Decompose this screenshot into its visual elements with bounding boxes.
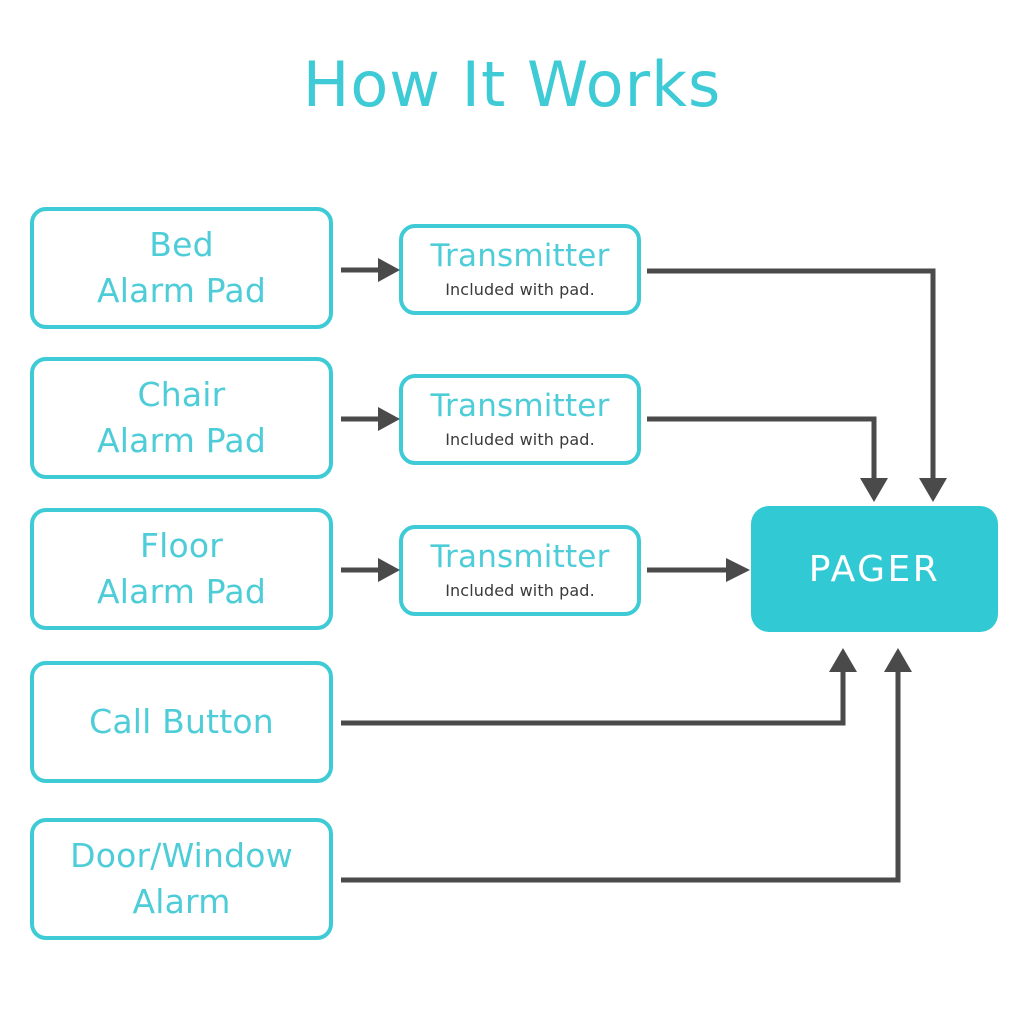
connector-bed-to-transmitter xyxy=(341,258,400,282)
node-bed-alarm-pad[interactable]: Bed Alarm Pad xyxy=(30,207,333,329)
transmitter-title: Transmitter xyxy=(430,388,610,425)
node-label: Chair Alarm Pad xyxy=(97,375,266,460)
node-pager[interactable]: PAGER xyxy=(751,506,998,632)
connector-bed-transmitter-to-pager xyxy=(647,268,947,502)
node-label: Call Button xyxy=(89,702,274,742)
transmitter-subtitle: Included with pad. xyxy=(445,580,595,600)
node-label: Door/Window Alarm xyxy=(70,836,293,921)
connector-chair-transmitter-to-pager xyxy=(647,416,888,502)
node-chair-alarm-pad[interactable]: Chair Alarm Pad xyxy=(30,357,333,479)
node-transmitter-bed[interactable]: Transmitter Included with pad. xyxy=(399,224,641,315)
node-door-window-alarm[interactable]: Door/Window Alarm xyxy=(30,818,333,940)
node-label: Bed Alarm Pad xyxy=(97,225,266,310)
transmitter-title: Transmitter xyxy=(430,238,610,275)
node-floor-alarm-pad[interactable]: Floor Alarm Pad xyxy=(30,508,333,630)
node-label: Floor Alarm Pad xyxy=(97,526,266,611)
page-title: How It Works xyxy=(302,48,722,121)
connector-chair-to-transmitter xyxy=(341,407,400,431)
connector-floor-transmitter-to-pager xyxy=(647,558,750,582)
transmitter-subtitle: Included with pad. xyxy=(445,279,595,299)
connector-call-button-to-pager xyxy=(341,648,857,726)
connector-floor-to-transmitter xyxy=(341,558,400,582)
transmitter-subtitle: Included with pad. xyxy=(445,429,595,449)
node-transmitter-chair[interactable]: Transmitter Included with pad. xyxy=(399,374,641,465)
connector-door-window-to-pager xyxy=(341,648,912,883)
node-transmitter-floor[interactable]: Transmitter Included with pad. xyxy=(399,525,641,616)
pager-label: PAGER xyxy=(808,548,941,590)
node-call-button[interactable]: Call Button xyxy=(30,661,333,783)
transmitter-title: Transmitter xyxy=(430,539,610,576)
